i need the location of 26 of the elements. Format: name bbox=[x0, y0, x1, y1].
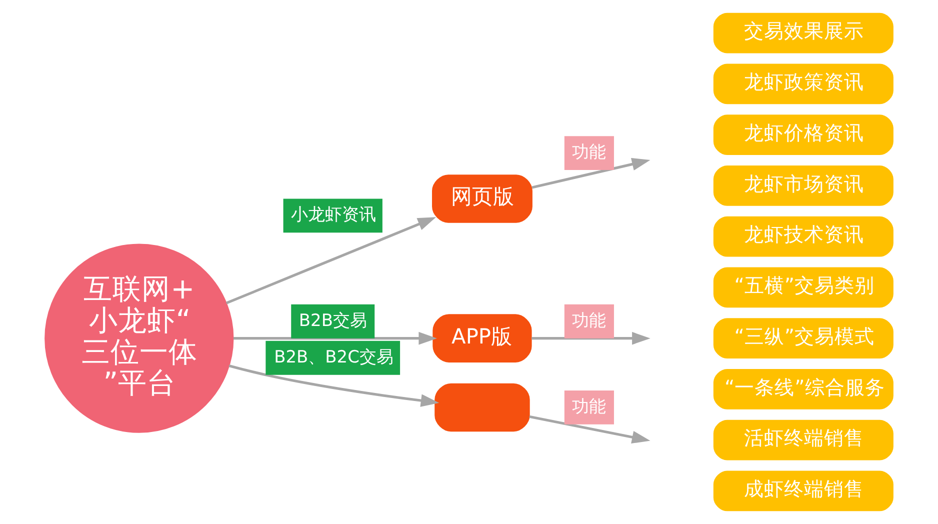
arrow bbox=[233, 332, 437, 345]
edge-label: 功能 bbox=[572, 142, 606, 162]
node-box: 龙虾政策资讯 bbox=[713, 64, 894, 104]
node-box: 交易效果展示 bbox=[713, 12, 894, 54]
edge-label: B2B交易 bbox=[298, 310, 367, 330]
edge-label: B2B、B2C交易 bbox=[274, 346, 394, 366]
node-box: 网页版 bbox=[432, 174, 532, 223]
node-box: 龙虾价格资讯 bbox=[713, 114, 894, 156]
node-box bbox=[434, 383, 530, 432]
edge-label: 小龙虾资讯 bbox=[291, 204, 376, 224]
node-box: 龙虾技术资讯 bbox=[713, 216, 894, 257]
node-box: 成虾终端销售 bbox=[713, 470, 894, 512]
node-circle: 互联网+小龙虾“三位一体”平台 bbox=[44, 244, 234, 433]
arrow bbox=[228, 364, 440, 407]
edge-label: 功能 bbox=[572, 310, 606, 330]
node-box: “一条线”综合服务 bbox=[713, 368, 894, 410]
node-box: APP版 bbox=[432, 314, 532, 362]
edge-label: 功能 bbox=[572, 396, 606, 416]
arrow bbox=[532, 158, 650, 189]
node-box: 龙虾市场资讯 bbox=[713, 165, 894, 206]
node-box: 活虾终端销售 bbox=[713, 420, 894, 460]
arrow bbox=[226, 217, 436, 304]
arrow bbox=[532, 332, 650, 345]
node-box: “三纵”交易模式 bbox=[713, 318, 894, 359]
arrow bbox=[529, 415, 650, 444]
node-box: “五横”交易类别 bbox=[713, 267, 894, 308]
